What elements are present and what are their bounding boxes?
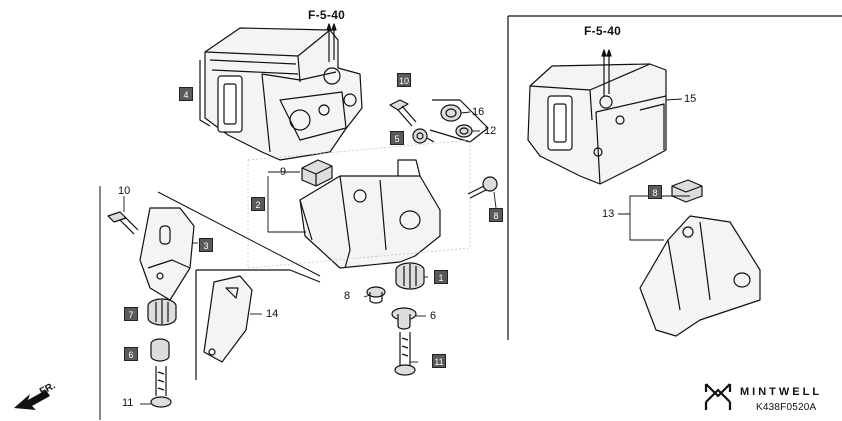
callout-11: 11	[122, 397, 134, 409]
brand-logo-icon	[704, 383, 732, 410]
callout-15: 15	[684, 93, 697, 105]
callout-8: 8	[344, 290, 351, 302]
callout-10-left: 10	[118, 185, 131, 197]
callout-box-4: 4	[179, 87, 193, 101]
grommet-12	[455, 124, 473, 138]
callout-box-8-right: 8	[648, 185, 662, 199]
callout-14: 14	[266, 308, 279, 320]
callout-16: 16	[472, 106, 485, 118]
callout-box-5: 5	[390, 131, 404, 145]
collar-6-left	[150, 338, 170, 362]
washer-16	[440, 104, 462, 122]
bolt-10-upper	[389, 99, 417, 127]
stay-14	[195, 269, 321, 380]
diagram-code: K438F0520A	[756, 402, 817, 413]
collar-6-center	[391, 307, 417, 330]
callout-box-8-center: 8	[489, 208, 503, 222]
callout-box-2: 2	[251, 197, 265, 211]
callout-box-3: 3	[199, 238, 213, 252]
callout-box-6: 6	[124, 347, 138, 361]
abs-modulator-right	[527, 63, 667, 185]
brand-name: MINTWELL	[740, 386, 823, 398]
nut-5	[412, 128, 435, 144]
reference-label-left[interactable]: F-5-40	[308, 8, 346, 22]
bolt-8-lower	[366, 286, 386, 304]
abs-modulator-left	[199, 27, 363, 161]
reference-label-right[interactable]: F-5-40	[584, 24, 622, 38]
direction-arrow	[14, 390, 50, 410]
callout-box-1: 1	[434, 270, 448, 284]
callout-6: 6	[430, 310, 437, 322]
callout-12: 12	[484, 125, 497, 137]
callout-13: 13	[602, 208, 615, 220]
bolt-10-left	[107, 211, 139, 235]
rubber-mount-1	[395, 262, 425, 290]
callout-box-10: 10	[397, 73, 411, 87]
rubber-mount-7	[147, 298, 177, 326]
callout-box-7: 7	[124, 307, 138, 321]
bracket-center	[299, 159, 441, 269]
grommet-13-top	[671, 179, 703, 203]
callout-box-11: 11	[432, 354, 446, 368]
bolt-11-left	[150, 366, 172, 408]
grommet-9	[301, 159, 333, 187]
bracket-right	[639, 215, 761, 337]
stay-left	[139, 207, 195, 301]
bolt-8-right	[467, 176, 498, 199]
bolt-11-center	[394, 332, 416, 376]
callout-9: 9	[280, 166, 287, 178]
